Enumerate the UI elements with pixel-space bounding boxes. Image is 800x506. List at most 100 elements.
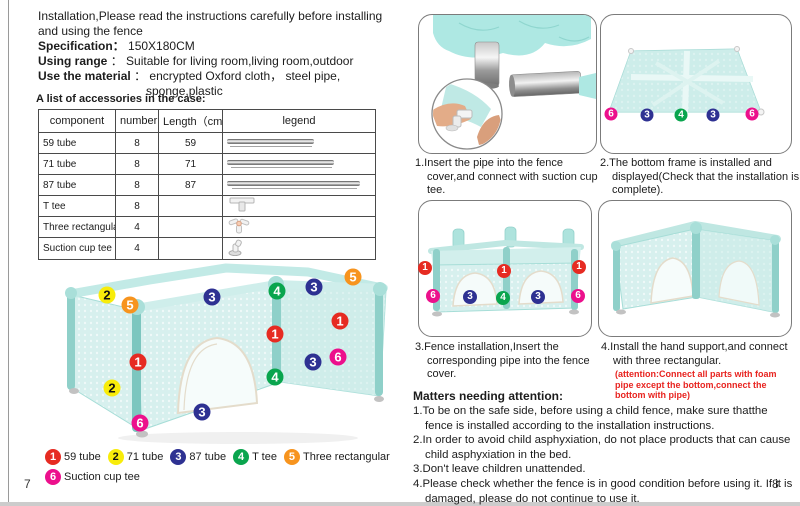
step1-text: 1.Insert the pipe into the fence cover,a… <box>415 157 598 196</box>
59-tube-graphic <box>227 138 314 148</box>
step4-main-text: 4.Install the hand support,and connect w… <box>601 341 788 367</box>
step1-image <box>418 14 597 154</box>
cell-component: 71 tube <box>38 153 116 175</box>
cell-component: Suction cup tee <box>38 237 116 260</box>
col-number: number <box>115 109 159 133</box>
cell-length <box>158 195 223 217</box>
legend-label: Three rectangular <box>302 451 390 463</box>
fence-complete-illustration <box>611 221 781 318</box>
material-label: Use the material <box>38 69 131 83</box>
pipe-insert-illustration <box>431 15 596 150</box>
legend-label: 71 tube <box>126 451 164 463</box>
87-tube-graphic <box>227 180 360 190</box>
cell-number: 8 <box>115 195 159 217</box>
range-line: Using range ： Suitable for living room,l… <box>38 54 386 69</box>
cell-legend <box>222 237 376 260</box>
accessories-title: A list of accessories in the case: <box>36 93 206 105</box>
three-rectangular-graphic <box>227 218 251 237</box>
page-number-right: 8 <box>772 477 779 491</box>
fence-partial-illustration <box>428 226 584 317</box>
col-component: component <box>38 109 116 133</box>
cell-length <box>158 237 223 260</box>
legend-label: Suction cup tee <box>64 471 140 483</box>
intro-text: Installation,Please read the instruction… <box>38 9 383 38</box>
legend-circle-5: 5 <box>283 449 300 465</box>
accessories-table: component number Length（cm） legend 59 tu… <box>38 109 376 260</box>
cell-number: 8 <box>115 153 159 175</box>
legend-circle-3: 3 <box>170 449 187 465</box>
attention-item-3: 3.Don't leave children unattended. <box>413 463 586 476</box>
cell-component: 59 tube <box>38 132 116 154</box>
legend-label: 87 tube <box>189 451 227 463</box>
cell-legend <box>222 132 376 154</box>
matters-title: Matters needing attention: <box>413 389 564 403</box>
step3-text: 3.Fence installation,Insert the correspo… <box>415 341 590 380</box>
spec-label: Specification： <box>38 39 125 53</box>
material-line: Use the material ： encrypted Oxford clot… <box>38 69 386 84</box>
suction-cup-tee-graphic <box>227 239 247 259</box>
cell-component: 87 tube <box>38 174 116 196</box>
legend-circle-2: 2 <box>107 449 124 465</box>
intro-block: Installation,Please read the instruction… <box>38 9 386 99</box>
cell-legend <box>222 195 376 217</box>
t-tee-graphic <box>227 197 257 216</box>
range-label: Using range <box>38 54 108 68</box>
legend-label: 59 tube <box>64 451 101 463</box>
cell-number: 4 <box>115 216 159 238</box>
cell-legend <box>222 174 376 196</box>
step2-image <box>600 14 792 154</box>
step3-image <box>418 200 592 337</box>
71-tube-graphic <box>227 159 334 169</box>
col-legend: legend <box>222 109 376 133</box>
legend-circle-1: 1 <box>45 449 61 465</box>
attention-list: 1.To be on the safe side, before using a… <box>413 404 797 506</box>
cell-legend <box>222 153 376 175</box>
col-length: Length（cm） <box>158 109 223 133</box>
spec-line: Specification： 150X180CM <box>38 39 386 54</box>
scan-edge-left <box>8 0 9 506</box>
legend-label: T tee <box>252 451 277 463</box>
scan-edge-bottom <box>0 502 800 506</box>
attention-item-1: 1.To be on the safe side, before using a… <box>413 405 768 432</box>
cell-length: 71 <box>158 153 223 175</box>
cell-length: 87 <box>158 174 223 196</box>
cell-length <box>158 216 223 238</box>
range-value: ： Suitable for living room,living room,o… <box>110 54 354 68</box>
cell-legend <box>222 216 376 238</box>
legend-circle-4: 4 <box>233 449 250 465</box>
page-number-left: 7 <box>24 477 31 491</box>
step4-attention-note: (attention:Connect all parts with foam p… <box>615 369 777 400</box>
assembled-fence-illustration <box>65 263 388 444</box>
attention-item-4: 4.Please check whether the fence is in g… <box>413 477 793 505</box>
bottom-frame-illustration <box>605 46 765 116</box>
table-header-row: component number Length（cm） legend <box>38 109 376 133</box>
material-value: ： encrypted Oxford cloth， steel pipe, <box>134 69 341 83</box>
step4-image <box>598 200 792 337</box>
cell-length: 59 <box>158 132 223 154</box>
step4-text: 4.Install the hand support,and connect w… <box>601 341 800 401</box>
attention-item-2: 2.In order to avoid child asphyxiation, … <box>413 434 791 461</box>
material-line-cont: sponge,plastic <box>146 84 223 98</box>
step2-text: 2.The bottom frame is installed and disp… <box>600 157 800 196</box>
cell-component: Three rectangular <box>38 216 116 238</box>
cell-number: 8 <box>115 174 159 196</box>
spec-value: 150X180CM <box>128 39 195 53</box>
legend-circle-6: 6 <box>45 469 61 485</box>
